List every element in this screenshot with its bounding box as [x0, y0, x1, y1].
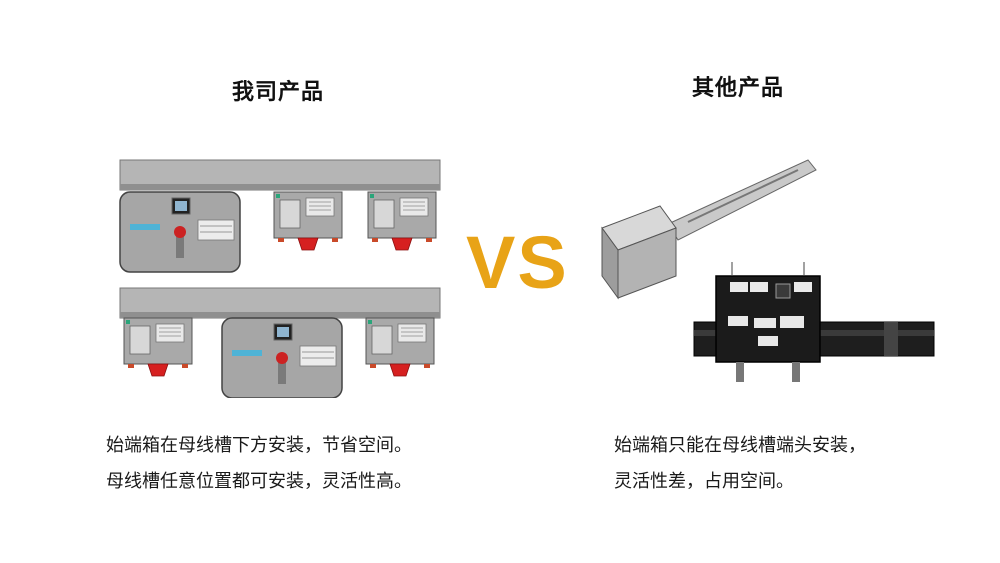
vs-label: VS	[466, 221, 569, 304]
right-desc-line-2: 灵活性差，占用空间。	[614, 471, 794, 492]
left-desc-line-2: 母线槽任意位置都可安装，灵活性高。	[106, 471, 412, 492]
left-desc-line-1: 始端箱在母线槽下方安装，节省空间。	[106, 435, 412, 456]
right-title: 其他产品	[692, 75, 785, 101]
right-description: 始端箱只能在母线槽端头安装， 灵活性差，占用空间。	[614, 428, 866, 500]
our-product-illustration	[119, 159, 441, 398]
right-desc-line-1: 始端箱只能在母线槽端头安装，	[614, 435, 866, 456]
other-product-illustration	[601, 159, 935, 382]
left-description: 始端箱在母线槽下方安装，节省空间。 母线槽任意位置都可安装，灵活性高。	[106, 428, 412, 500]
left-title: 我司产品	[232, 79, 325, 105]
